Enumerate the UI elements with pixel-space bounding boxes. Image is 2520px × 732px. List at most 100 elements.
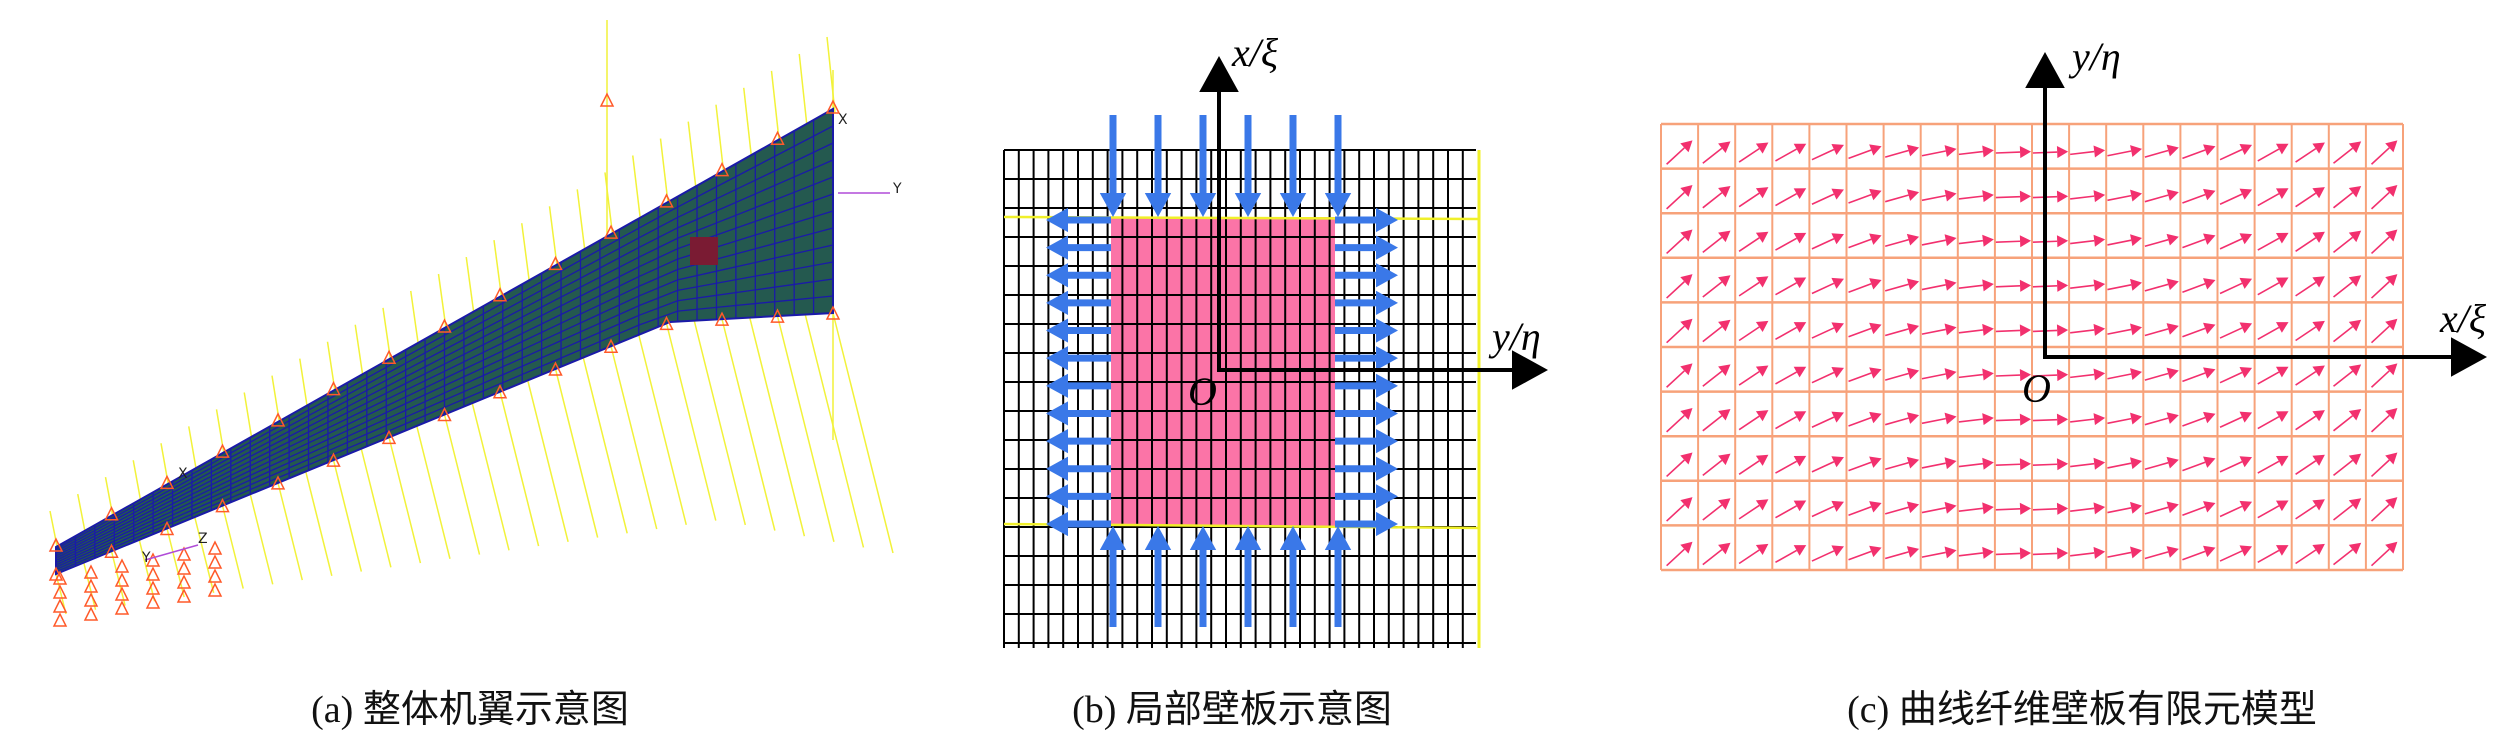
fiber-arrow-shaft: [1848, 461, 1872, 472]
fiber-arrow-head: [1869, 411, 1882, 424]
fiber-arrow-shaft: [2219, 371, 2243, 384]
fiber-arrow-shaft: [2182, 550, 2206, 561]
tension-arrow-head: [1046, 318, 1068, 343]
fiber-arrow-head: [2203, 411, 2216, 424]
fiber-arrow-head: [2239, 322, 2253, 334]
fiber-arrow-head: [1869, 233, 1882, 245]
horizontal-axis-arrow-head: [1512, 350, 1548, 390]
wing-model-panel: [48, 20, 894, 627]
fiber-arrow-shaft: [2070, 418, 2095, 423]
fiber-arrow-shaft: [1738, 281, 1760, 297]
fiber-arrow-head: [2385, 452, 2398, 465]
fiber-arrow-head: [2348, 141, 2362, 153]
fiber-arrow-head: [1680, 497, 1693, 510]
fiber-arrow-shaft: [1921, 239, 1946, 246]
fiber-arrow-shaft: [2070, 552, 2095, 557]
fiber-arrow-head: [1793, 411, 1807, 422]
fiber-arrow-head: [2239, 144, 2253, 156]
constraint-triangle: [326, 380, 341, 396]
curvilinear-fiber-fe-model: [1660, 52, 2487, 572]
fiber-arrow-shaft: [2370, 459, 2390, 478]
fiber-arrow-shaft: [1666, 548, 1685, 567]
load-line: [388, 437, 422, 564]
fiber-arrow-shaft: [1666, 325, 1685, 344]
fiber-arrow-head: [1755, 543, 1769, 556]
constraint-triangle: [770, 130, 785, 146]
fiber-arrow-shaft: [1738, 549, 1760, 565]
constraint-triangle: [52, 584, 68, 599]
fiber-arrow-head: [1831, 322, 1844, 334]
fiber-arrow-head: [2348, 408, 2362, 421]
fiber-arrow-shaft: [2144, 238, 2169, 248]
fiber-arrow-shaft: [1848, 283, 1872, 293]
fiber-arrow-shaft: [1921, 328, 1946, 335]
tension-arrow-head: [1376, 346, 1398, 371]
fiber-arrow-shaft: [1811, 282, 1835, 295]
fiber-arrow-shaft: [1811, 505, 1835, 518]
fiber-arrow-shaft: [2182, 149, 2206, 160]
fiber-arrow-head: [2203, 144, 2216, 156]
fiber-arrow-head: [1793, 188, 1807, 199]
compression-arrow-head: [1144, 526, 1172, 550]
fiber-arrow-head: [2093, 502, 2106, 515]
fiber-arrow-shaft: [2107, 284, 2132, 291]
fiber-arrow-shaft: [2333, 192, 2354, 209]
fiber-arrow-shaft: [1995, 418, 2021, 422]
fiber-arrow-head: [2093, 145, 2106, 158]
fiber-arrow-head: [2203, 501, 2216, 513]
tension-arrow-head: [1046, 511, 1068, 537]
load-line: [638, 334, 687, 526]
load-line: [443, 414, 481, 555]
fiber-arrow-head: [1755, 320, 1769, 333]
fiber-arrow-head: [2056, 368, 2069, 382]
fiber-arrow-shaft: [1958, 284, 1984, 289]
fiber-arrow-head: [1755, 142, 1769, 154]
fiber-arrow-head: [1793, 143, 1807, 155]
fiber-arrow-head: [1982, 502, 1994, 515]
constraint-triangle: [207, 568, 223, 583]
fiber-arrow-head: [1680, 452, 1693, 465]
fiber-arrow-head: [2056, 502, 2069, 515]
load-line: [299, 358, 309, 411]
fiber-arrow-shaft: [2107, 462, 2132, 469]
load-line: [132, 460, 142, 505]
fiber-arrow-head: [1982, 368, 1994, 381]
fiber-arrow-head: [1680, 184, 1693, 197]
tension-arrow-head: [1376, 207, 1398, 233]
constraint-triangle: [52, 598, 68, 613]
fiber-arrow-head: [2093, 546, 2106, 559]
fiber-arrow-head: [2166, 456, 2179, 469]
tension-arrow-head: [1046, 290, 1068, 316]
constraint-triangle: [114, 572, 130, 587]
fiber-arrow-head: [2312, 410, 2325, 422]
fiber-arrow-shaft: [1995, 374, 2021, 377]
fiber-arrow-shaft: [1995, 151, 2021, 154]
fiber-arrow-shaft: [1848, 327, 1872, 338]
constraint-triangle: [603, 338, 619, 353]
fiber-arrow-head: [2019, 502, 2032, 515]
fiber-arrow-shaft: [2333, 459, 2354, 477]
fiber-arrow-shaft: [1921, 507, 1946, 514]
mesh-line: [55, 142, 834, 553]
constraint-triangle: [548, 361, 563, 376]
fiber-arrow-shaft: [2295, 415, 2317, 431]
fiber-arrow-head: [2203, 545, 2216, 558]
compression-arrow-head: [1099, 193, 1127, 217]
load-line: [632, 155, 642, 223]
fiber-arrow-head: [1869, 501, 1882, 513]
constraint-triangle: [437, 318, 452, 333]
load-line: [832, 312, 894, 554]
fiber-arrow-head: [1906, 456, 1920, 469]
fiber-arrow-head: [1755, 276, 1769, 288]
fiber-arrow-shaft: [2182, 283, 2206, 293]
fiber-arrow-shaft: [1884, 417, 1909, 426]
triad-axis: [144, 544, 199, 561]
fiber-arrow-shaft: [2182, 372, 2206, 383]
load-line: [687, 121, 697, 192]
constraint-triangle: [145, 566, 161, 581]
constraint-triangle: [548, 255, 563, 271]
fiber-arrow-shaft: [1848, 416, 1872, 427]
fiber-arrow-shaft: [2257, 326, 2280, 341]
fiber-arrow-head: [2385, 140, 2398, 153]
fiber-arrow-head: [2385, 407, 2398, 420]
